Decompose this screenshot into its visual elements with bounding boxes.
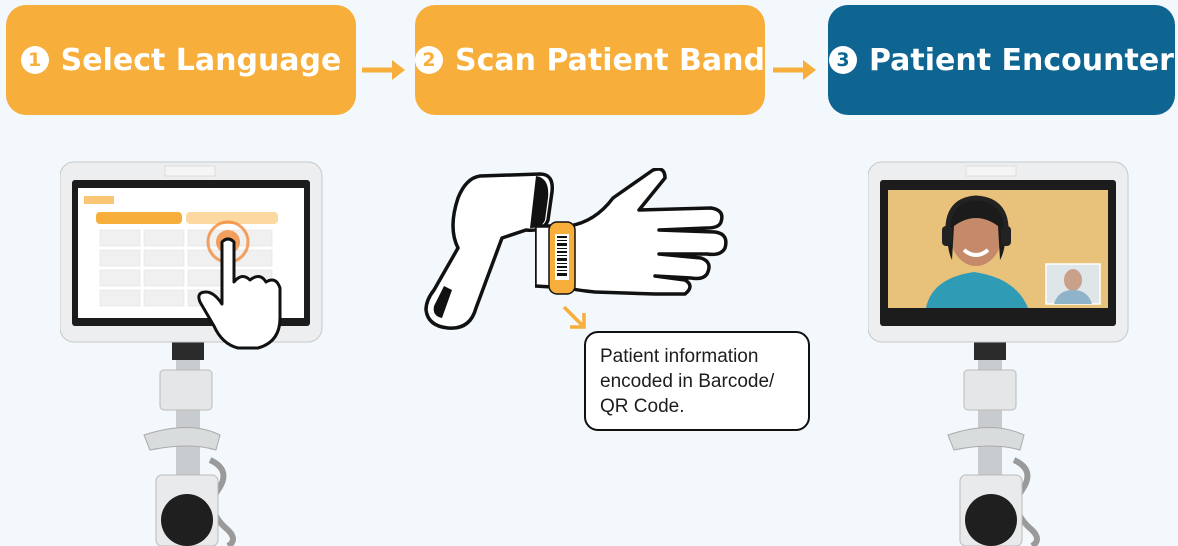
- step-2-scan-patient-band: 2 Scan Patient Band: [415, 5, 765, 115]
- hand-with-wristband-icon: [535, 168, 728, 296]
- barcode-scanner-icon: [424, 172, 554, 330]
- step-2-number-badge: 2: [415, 46, 444, 74]
- kiosk-video-encounter: [868, 161, 1129, 546]
- hand-pointer-icon: [197, 237, 282, 350]
- step-1-number-badge: 1: [20, 46, 49, 74]
- callout-line-1: Patient information: [600, 346, 759, 367]
- step-2-label: Scan Patient Band: [455, 42, 765, 78]
- barcode-info-callout: Patient information encoded in Barcode/ …: [584, 331, 810, 431]
- callout-line-2: encoded in Barcode/: [600, 371, 775, 392]
- arrow-right-icon: [362, 60, 405, 80]
- step-3-patient-encounter: 3 Patient Encounter: [828, 5, 1175, 115]
- callout-line-3: QR Code.: [600, 396, 685, 417]
- step-3-label: Patient Encounter: [869, 42, 1174, 78]
- kiosk-language-selection: [60, 161, 323, 546]
- step-1-select-language: 1 Select Language: [6, 5, 356, 115]
- step-1-label: Select Language: [60, 42, 342, 78]
- step-3-number-badge: 3: [829, 46, 857, 74]
- arrow-right-icon: [773, 60, 816, 80]
- arrow-down-right-icon: [562, 305, 586, 329]
